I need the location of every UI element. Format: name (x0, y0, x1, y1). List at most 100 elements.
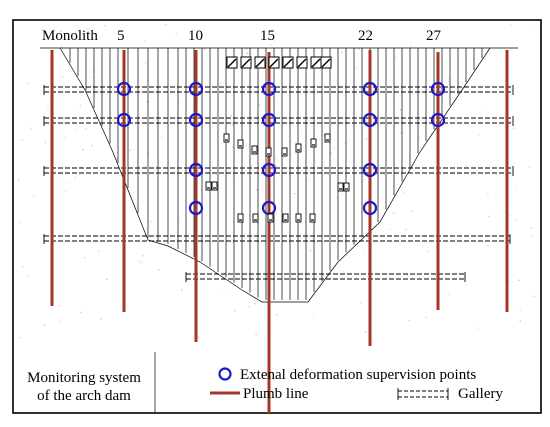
speckle (533, 295, 535, 297)
deformation-point (430, 81, 446, 97)
speckle (410, 210, 413, 212)
speckle (189, 32, 191, 35)
galleries (43, 85, 514, 282)
internal-instrument (265, 147, 272, 157)
monolith-number-5: 5 (117, 28, 125, 44)
speckle (62, 91, 64, 93)
speckle (248, 306, 250, 308)
speckle (44, 142, 47, 144)
internal-instrument (310, 138, 317, 148)
internal-instrument-box (282, 213, 289, 223)
internal-instrument-box (237, 213, 244, 223)
speckle (129, 149, 131, 152)
speckle (478, 134, 480, 136)
speckle (530, 227, 533, 229)
speckle (64, 190, 67, 192)
speckle (518, 279, 520, 281)
speckle (106, 278, 108, 280)
crest-instrument-mark (269, 58, 279, 68)
internal-instrument (251, 145, 258, 155)
speckle (223, 293, 225, 295)
speckle (258, 104, 261, 106)
crest-instrument (320, 56, 332, 69)
speckle (488, 215, 490, 217)
speckle (403, 192, 405, 194)
speckle (104, 25, 106, 27)
dam-profile-outline (59, 47, 491, 303)
internal-instrument (281, 147, 288, 157)
speckle (178, 221, 180, 223)
deformation-point (116, 81, 132, 97)
crest-instrument (268, 56, 280, 69)
internal-instrument (237, 213, 244, 223)
speckle (406, 274, 409, 276)
speckle (535, 28, 537, 30)
speckle (146, 101, 148, 103)
speckle (231, 241, 233, 244)
speckle (358, 48, 360, 50)
speckle (323, 134, 326, 136)
speckle (360, 181, 362, 183)
speckle (246, 48, 248, 50)
internal-instrument-box (251, 145, 258, 155)
speckle (230, 115, 233, 117)
gallery (43, 116, 514, 126)
speckle (135, 205, 137, 207)
caption-line-1: Monitoring system (27, 370, 141, 386)
gallery (43, 166, 514, 176)
internal-instrument (282, 213, 289, 223)
background-speckles (18, 24, 537, 339)
speckle (509, 121, 511, 123)
speckle (87, 28, 89, 30)
speckle (43, 324, 46, 326)
speckle (30, 127, 32, 129)
speckle (60, 45, 63, 48)
speckle (246, 52, 248, 54)
speckle (47, 106, 49, 108)
speckle (88, 76, 91, 78)
speckle (255, 333, 257, 335)
speckle (58, 305, 60, 307)
speckle (308, 179, 310, 182)
speckle (116, 158, 118, 160)
monolith-number-10: 10 (188, 28, 203, 44)
internal-instrument (309, 213, 316, 223)
legend-plumb-label: Plumb line (243, 386, 309, 402)
speckle (389, 228, 391, 230)
speckle (26, 275, 28, 277)
speckle (410, 45, 412, 47)
deformation-point (188, 81, 204, 97)
speckle (516, 218, 518, 221)
speckle (313, 316, 315, 318)
speckle (175, 33, 177, 35)
speckle (400, 132, 402, 134)
speckle (381, 269, 383, 271)
speckle (509, 214, 511, 216)
speckle (310, 249, 312, 252)
speckle (276, 314, 278, 316)
gallery (43, 234, 511, 244)
internal-instrument-box (205, 181, 212, 191)
speckle (356, 67, 358, 69)
crest-instrument (254, 56, 266, 69)
speckle (33, 195, 35, 198)
speckle (91, 144, 93, 147)
speckle (204, 48, 206, 50)
monolith-number-22: 22 (358, 28, 373, 44)
speckle (402, 170, 404, 172)
deformation-point (261, 112, 277, 128)
crest-instrument (226, 56, 238, 69)
internal-instrument (223, 133, 230, 143)
speckle (256, 301, 258, 303)
speckle (344, 142, 346, 144)
crest-instrument-mark (227, 58, 237, 68)
speckle (465, 165, 467, 167)
speckle (80, 311, 82, 313)
speckle (145, 63, 147, 65)
internal-instrument-box (237, 139, 244, 149)
speckle (19, 337, 22, 339)
speckle (430, 133, 433, 135)
internal-instrument-box (267, 213, 274, 223)
speckle (21, 139, 23, 141)
speckle (427, 250, 429, 252)
